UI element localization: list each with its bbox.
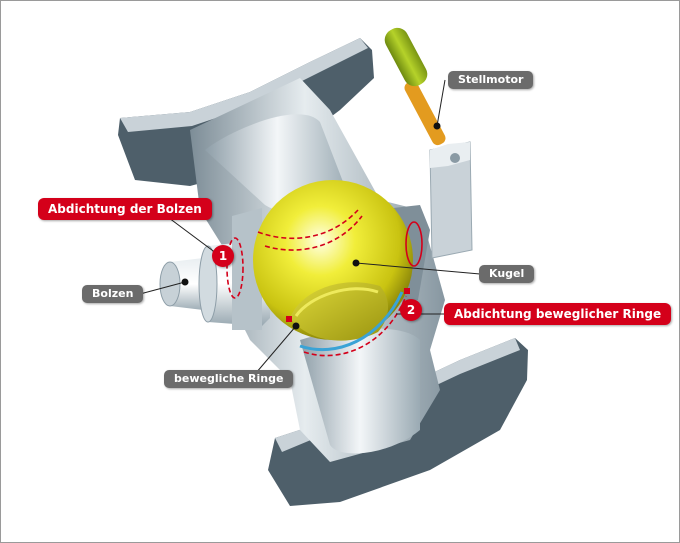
- label-abdichtung-bolzen: Abdichtung der Bolzen: [38, 198, 212, 220]
- actuator-bracket: [429, 141, 473, 259]
- label-kugel: Kugel: [479, 265, 535, 283]
- leader-dots: [181, 122, 441, 330]
- sealing-rings: [226, 209, 423, 357]
- bolt-shaft: [159, 208, 270, 330]
- label-bewegliche-ringe: bewegliche Ringe: [164, 370, 294, 388]
- badge-one: 1: [212, 245, 234, 267]
- badge-two: 2: [400, 299, 422, 321]
- label-stellmotor: Stellmotor: [448, 71, 534, 89]
- label-abdichtung-ringe: Abdichtung beweglicher Ringe: [444, 303, 672, 325]
- label-bolzen: Bolzen: [82, 285, 144, 303]
- ball: [253, 180, 413, 341]
- actuator-rod: [384, 27, 446, 146]
